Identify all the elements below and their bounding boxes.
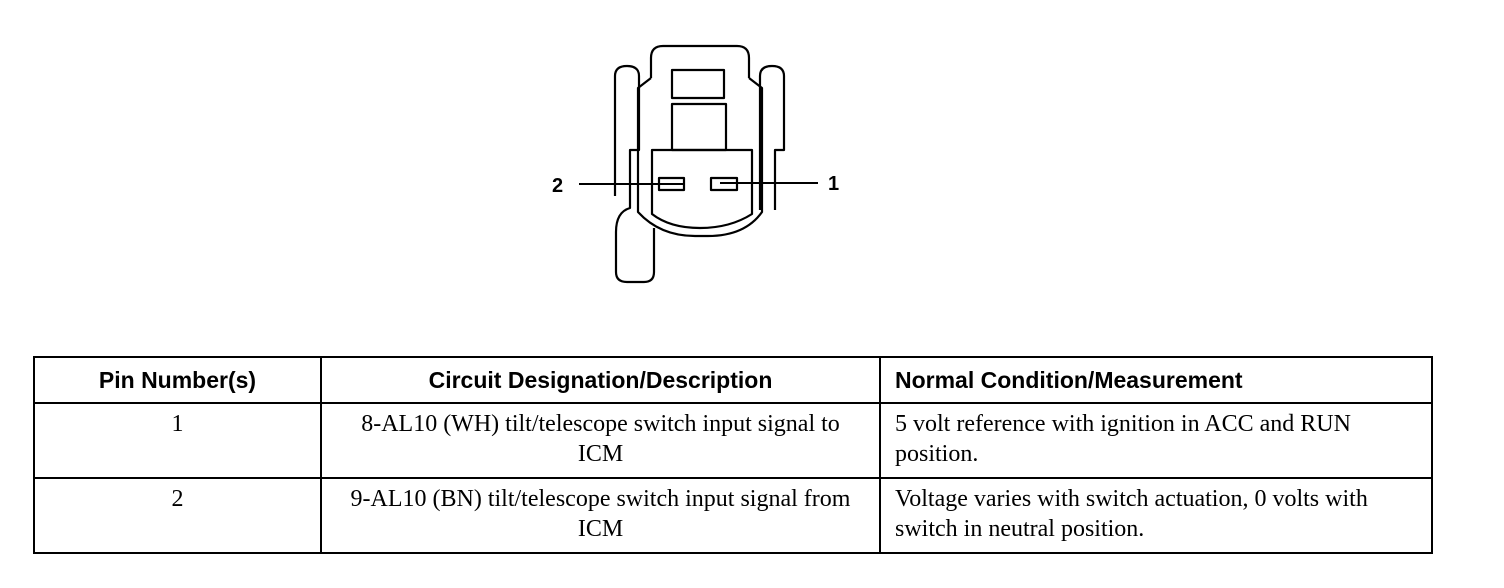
pin-2-callout: 2: [552, 175, 563, 197]
connector-pin-well: [650, 148, 754, 230]
header-pin-number: Pin Number(s): [33, 356, 322, 404]
left-leg: [614, 196, 656, 284]
table-row: 2 9-AL10 (BN) tilt/telescope switch inpu…: [33, 477, 1433, 554]
connector-body: [636, 77, 764, 238]
header-circuit: Circuit Designation/Description: [320, 356, 881, 404]
condition-cell: 5 volt reference with ignition in ACC an…: [879, 402, 1433, 479]
connector-diagram: 2 1: [552, 44, 839, 284]
circuit-cell: 8-AL10 (WH) tilt/telescope switch input …: [320, 402, 881, 479]
connector-window-bottom: [670, 102, 728, 152]
header-condition: Normal Condition/Measurement: [879, 356, 1433, 404]
connector-latch: [649, 44, 751, 78]
pin-1-callout: 1: [828, 173, 839, 195]
condition-cell: Voltage varies with switch actuation, 0 …: [879, 477, 1433, 554]
table-row: 1 8-AL10 (WH) tilt/telescope switch inpu…: [33, 402, 1433, 479]
pin-number-cell: 2: [33, 477, 322, 554]
right-rail: [758, 64, 786, 210]
pin-number-cell: 1: [33, 402, 322, 479]
table-header-row: Pin Number(s) Circuit Designation/Descri…: [33, 356, 1433, 404]
circuit-cell: 9-AL10 (BN) tilt/telescope switch input …: [320, 477, 881, 554]
connector-window-top: [670, 68, 726, 100]
left-rail: [613, 64, 641, 196]
pinout-table: Pin Number(s) Circuit Designation/Descri…: [33, 356, 1433, 554]
